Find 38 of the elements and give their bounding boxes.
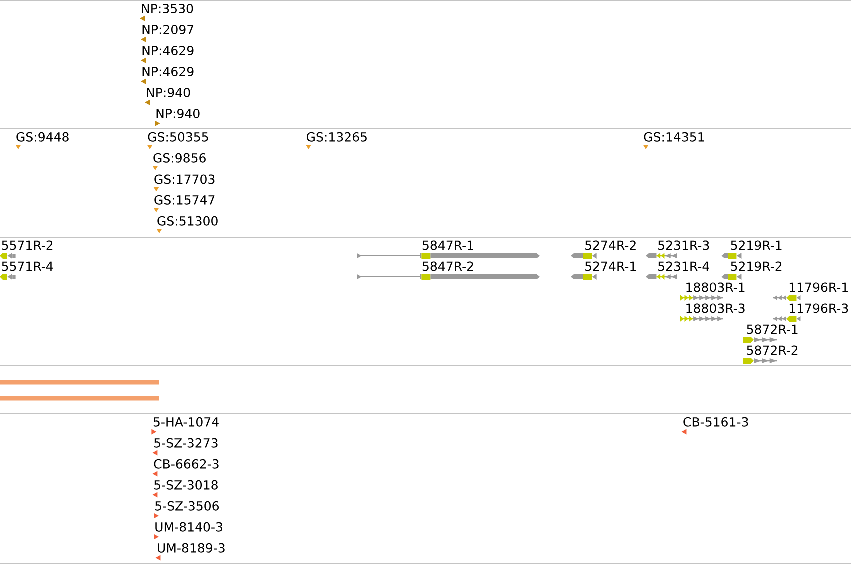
- feature-label: GS:13265: [306, 132, 367, 142]
- feature-label: CB-5161-3: [684, 417, 748, 427]
- feature-label: 5-SZ-3018: [154, 480, 218, 490]
- feature-label: NP:940: [156, 109, 200, 118]
- feature-label: 5274R-1: [586, 262, 636, 272]
- feature-label: 5571R-2: [2, 240, 53, 250]
- feature-label: 5872R-1: [747, 324, 798, 334]
- feature-label: 5847R-2: [422, 262, 474, 272]
- feature-label: NP:940: [147, 88, 190, 98]
- feature-label: GS:9448: [16, 132, 69, 142]
- feature-label: GS:51300: [158, 216, 218, 226]
- feature-label: 5231R-3: [658, 240, 710, 250]
- feature-label: NP:3530: [142, 4, 194, 14]
- feature-label: 5231R-4: [658, 262, 710, 272]
- feature-label: GS:17703: [154, 174, 215, 184]
- feature-label: NP:4629: [142, 67, 194, 76]
- feature-label: 5219R-2: [731, 262, 782, 272]
- feature-label: GS:50355: [148, 132, 208, 142]
- feature-label: 5-HA-1074: [154, 417, 219, 427]
- feature-label: 5-SZ-3273: [154, 438, 218, 448]
- feature-label: 11796R-1: [790, 282, 848, 292]
- feature-label: 18803R-3: [686, 304, 745, 314]
- feature-label: UM-8140-3: [156, 522, 222, 532]
- feature-label: 11796R-3: [790, 304, 848, 314]
- feature-label: 5-SZ-3506: [156, 501, 219, 511]
- feature-label: CB-6662-3: [154, 459, 219, 469]
- feature-label: GS:14351: [644, 132, 704, 142]
- feature-label: NP:4629: [142, 46, 194, 56]
- feature-label: NP:2097: [142, 25, 194, 34]
- feature-label: 5872R-2: [747, 346, 798, 356]
- feature-label: 5847R-1: [422, 240, 474, 250]
- feature-label: GS:15747: [154, 195, 215, 205]
- feature-label: UM-8189-3: [158, 543, 225, 553]
- feature-label: 5274R-2: [586, 240, 636, 250]
- feature-label: GS:9856: [154, 153, 206, 163]
- feature-label: 5219R-1: [731, 240, 782, 250]
- feature-label: 5571R-4: [2, 262, 54, 272]
- feature-label: 18803R-1: [686, 282, 745, 292]
